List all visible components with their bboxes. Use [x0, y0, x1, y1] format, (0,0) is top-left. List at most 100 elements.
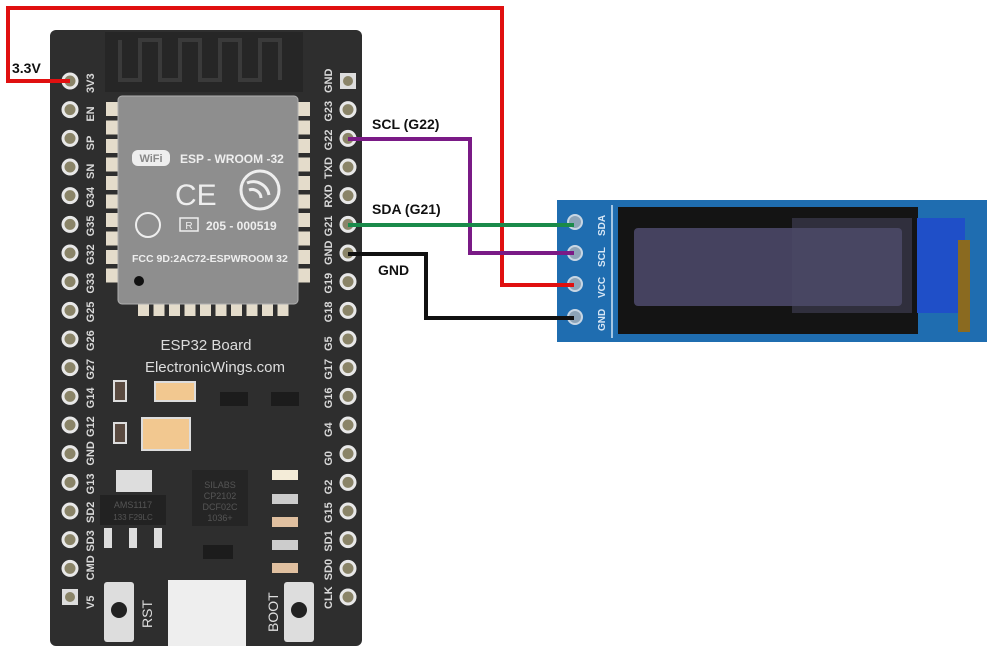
module-pad	[262, 304, 273, 316]
module-pad	[298, 213, 310, 227]
usb-uart-chip	[192, 470, 248, 526]
pin-label: G12	[85, 416, 97, 437]
fcc-id: FCC 9D:2AC72-ESPWROOM 32	[132, 253, 288, 265]
pin-sd0	[339, 559, 357, 577]
pin-label: GND	[85, 441, 97, 466]
pin-g14	[61, 387, 79, 405]
reg-number: 205 - 000519	[206, 219, 277, 233]
pin-gnd	[343, 76, 353, 86]
pin-label: G25	[85, 302, 97, 323]
regulator-text: 133 F29LC	[113, 513, 153, 522]
resistor	[113, 422, 127, 444]
regulator	[100, 495, 166, 525]
boot-label: BOOT	[265, 592, 281, 632]
module-pad	[298, 157, 310, 172]
pin1-dot	[134, 276, 144, 286]
pin-label: G0	[323, 451, 335, 466]
pin-en	[61, 101, 79, 119]
module-pad	[298, 194, 310, 209]
module-pad	[106, 213, 118, 227]
module-pad	[106, 102, 118, 116]
pin-label: G35	[85, 216, 97, 237]
boot-button-cap[interactable]	[291, 602, 307, 618]
pin-label: G32	[85, 244, 97, 265]
module-pad	[200, 304, 211, 316]
pin-label: SD2	[85, 502, 97, 523]
oled-pin-label: GND	[597, 309, 608, 331]
pin-g13	[61, 473, 79, 491]
module-pad	[298, 231, 310, 246]
pin-sd1	[339, 531, 357, 549]
pin-label: G18	[323, 302, 335, 323]
module-pad	[169, 304, 180, 316]
module-pad	[106, 194, 118, 209]
rst-label: RST	[139, 600, 155, 628]
ce-mark: CE	[175, 179, 217, 212]
regulator-text: AMS1117	[114, 500, 152, 510]
pin-label: CLK	[323, 586, 335, 609]
module-pad	[106, 176, 118, 190]
pin-g12	[61, 416, 79, 434]
module-pad	[153, 304, 165, 316]
pin-sd3	[61, 531, 79, 549]
telec-mark-icon	[135, 212, 161, 238]
module-pad	[246, 304, 258, 316]
module-pad	[215, 304, 227, 316]
module-pad	[184, 304, 196, 316]
module-pad	[106, 120, 118, 135]
pin-label: G21	[323, 216, 335, 237]
pin-sd2	[61, 502, 79, 520]
pin-label: G15	[323, 502, 335, 523]
led	[272, 470, 298, 480]
module-pad	[298, 139, 310, 153]
pin-g0	[339, 445, 357, 463]
module-pad	[138, 304, 149, 316]
pin-label: G2	[323, 480, 335, 495]
chip-text: 1036+	[207, 513, 232, 523]
regulator-leg	[129, 528, 137, 548]
pin-clk	[339, 588, 357, 606]
pin-gnd	[61, 445, 79, 463]
pin-g18	[339, 301, 357, 319]
pin-g27	[61, 359, 79, 377]
pin-label: G22	[323, 130, 335, 151]
module-pads	[106, 102, 310, 316]
pin-label: RXD	[323, 184, 335, 207]
module-pad	[298, 176, 310, 190]
pin-cmd	[61, 559, 79, 577]
capacitor	[141, 417, 191, 451]
pin-label: G19	[323, 273, 335, 294]
pin-label: G4	[323, 421, 335, 437]
regulator-leg	[104, 528, 112, 548]
regulator-leg	[154, 528, 162, 548]
pin-g23	[339, 101, 357, 119]
pin-g25	[61, 301, 79, 319]
smd-part	[272, 563, 298, 573]
pin-rxd	[339, 187, 357, 205]
pin-g4	[339, 416, 357, 434]
antenna-trace	[118, 38, 282, 82]
oled-reflection	[792, 218, 912, 313]
scl-wire-label: SCL (G22)	[372, 116, 439, 132]
pin-g26	[61, 330, 79, 348]
pin-label: TXD	[323, 157, 335, 179]
pin-g32	[61, 244, 79, 262]
espressif-logo	[239, 169, 281, 211]
regulator-tab	[116, 470, 152, 492]
pin-label: SD0	[323, 559, 335, 580]
pin-label: G27	[85, 359, 97, 380]
pin-label: G14	[85, 387, 97, 409]
pin-g16	[339, 387, 357, 405]
transistor	[220, 392, 248, 406]
pin-sn	[61, 158, 79, 176]
chip-text: DCF02C	[202, 502, 238, 512]
smd-part	[272, 494, 298, 504]
module-pad	[298, 120, 310, 135]
rst-button-cap[interactable]	[111, 602, 127, 618]
diode	[203, 545, 233, 559]
pin-g33	[61, 273, 79, 291]
module-pad	[106, 139, 118, 153]
pin-label: SP	[85, 136, 97, 151]
pin-label: CMD	[85, 555, 97, 580]
